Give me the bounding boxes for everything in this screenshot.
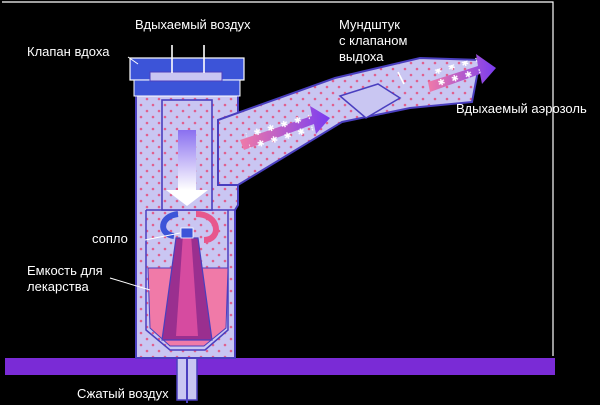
exhale-valve	[338, 83, 402, 119]
base-plate	[5, 358, 555, 375]
mouthpiece-tube	[217, 56, 482, 186]
inhale-valve-disc	[149, 71, 223, 82]
exhale-valve-stem	[397, 71, 405, 85]
down-arrow-head	[166, 190, 208, 206]
nozzle-core	[176, 234, 198, 336]
label-inhale-valve: Клапан вдоха	[27, 44, 110, 59]
aerosol-stars-upper	[430, 57, 482, 91]
label-mouthpiece: Мундштук с клапаном выдоха	[339, 17, 408, 64]
label-nozzle: сопло	[92, 231, 128, 246]
label-inhaled-aerosol: Вдыхаемый аэрозоль	[456, 101, 587, 116]
nozzle-tip	[180, 227, 194, 239]
down-arrow-shaft	[178, 130, 196, 190]
swirl-arrow-right	[195, 211, 219, 243]
frame-border	[2, 1, 554, 356]
label-medicine-reservoir: Емкость для лекарства	[27, 263, 103, 294]
pointer-nozzle	[144, 232, 181, 241]
label-compressed-air: Сжатый воздух	[77, 386, 169, 401]
label-inhaled-air: Вдыхаемый воздух	[135, 17, 251, 32]
aerosol-stars-lower	[243, 109, 315, 151]
chamber-inner-wall	[145, 210, 229, 351]
pointer-reservoir	[109, 277, 151, 291]
inhale-valve-neck	[133, 79, 241, 97]
pointer-inhale-valve	[127, 56, 139, 65]
